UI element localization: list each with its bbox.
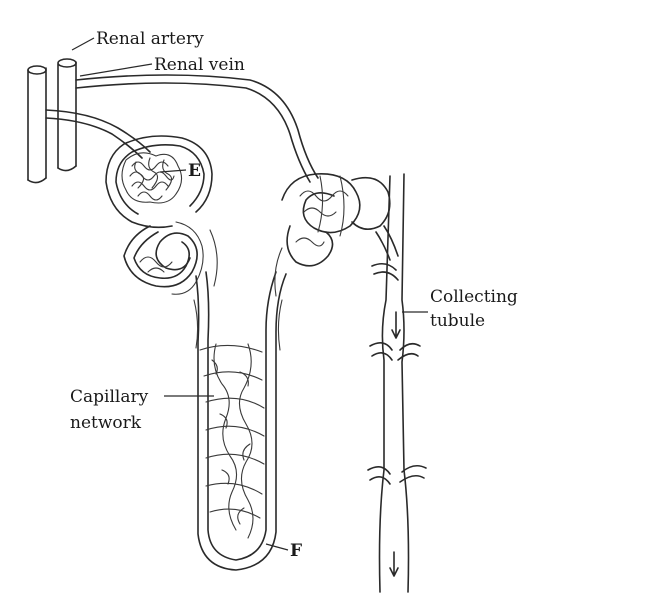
label-renal-vein: Renal vein: [154, 55, 245, 75]
label-capillary-line1: Capillary: [70, 387, 149, 407]
labels: Renal artery Renal vein E Collecting tub…: [70, 29, 518, 561]
collecting-tubule: [368, 174, 426, 592]
bowmans-capsule: [106, 136, 212, 227]
loop-of-henle: [196, 272, 286, 570]
label-capillary-line2: network: [70, 413, 142, 433]
leader-f: [266, 544, 288, 550]
distal-convoluted-tubule: [282, 174, 390, 266]
label-f: F: [290, 541, 302, 561]
proximal-convoluted-tubule: [124, 222, 203, 294]
label-e: E: [188, 161, 201, 181]
label-renal-artery: Renal artery: [96, 29, 204, 49]
leader-renal-artery: [72, 38, 94, 50]
label-collecting-line2: tubule: [430, 311, 485, 331]
leader-renal-vein: [80, 64, 152, 76]
label-collecting-line1: Collecting: [430, 287, 518, 307]
glomerulus: [122, 153, 182, 203]
